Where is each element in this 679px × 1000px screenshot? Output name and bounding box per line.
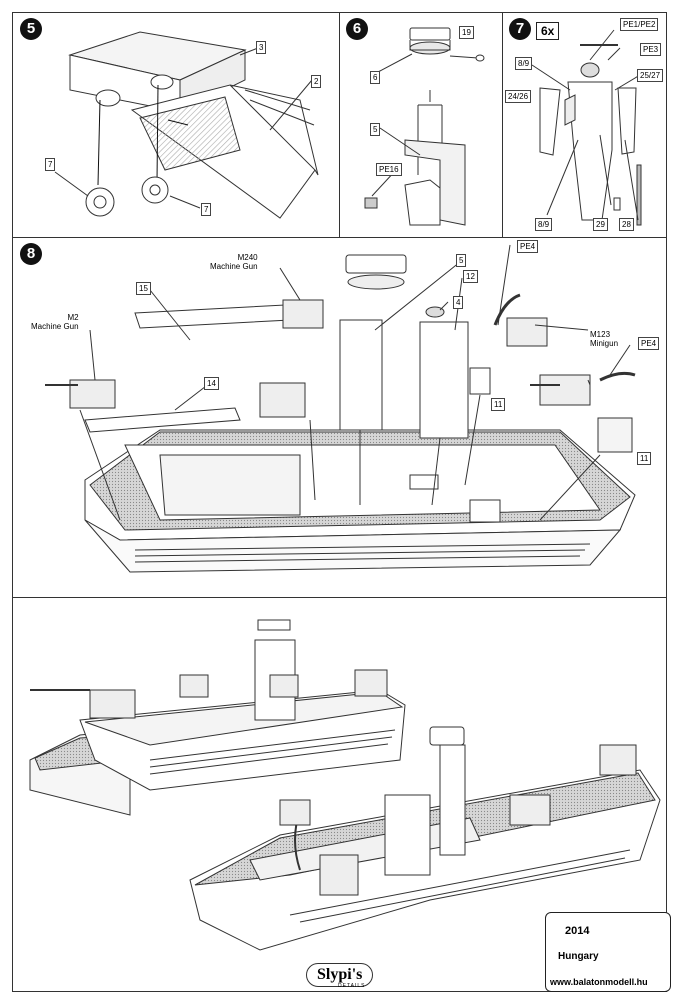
- part-label: 8/9: [535, 218, 553, 231]
- part-label: PE16: [376, 163, 402, 176]
- part-label: 4: [453, 296, 464, 309]
- part-label: PE4: [638, 337, 660, 350]
- part-label: 2: [311, 75, 322, 88]
- part-label: 11: [491, 398, 506, 411]
- part-label: 7: [45, 158, 56, 171]
- part-label: 3: [256, 41, 267, 54]
- quantity-label: 6x: [536, 22, 560, 40]
- m240-callout: M240 Machine Gun: [210, 253, 258, 271]
- maker-logo: Slypi's: [306, 963, 374, 987]
- step-5-drawing: [54, 31, 319, 219]
- step-6-badge: 6: [346, 18, 368, 40]
- step-7-badge: 7: [509, 18, 531, 40]
- step-6-drawing: [364, 27, 485, 226]
- part-label: PE1/PE2: [620, 18, 659, 31]
- step-8-drawing: [45, 244, 636, 573]
- step-5-badge: 5: [20, 18, 42, 40]
- part-label: 14: [204, 377, 219, 390]
- part-label: 19: [459, 26, 474, 39]
- part-label: 5: [456, 254, 467, 267]
- country-text: Hungary: [558, 951, 599, 962]
- part-label: 11: [637, 452, 652, 465]
- final-view-drawing: [29, 619, 661, 951]
- part-label: 15: [136, 282, 151, 295]
- part-label: 12: [463, 270, 478, 283]
- year-text: 2014: [565, 925, 590, 937]
- final-view-panel: [12, 597, 667, 992]
- part-label: 8/9: [515, 57, 533, 70]
- maker-subtitle: DETAILS: [338, 983, 366, 989]
- step-8-badge: 8: [20, 243, 42, 265]
- part-label: 29: [593, 218, 608, 231]
- m2-callout: M2 Machine Gun: [31, 313, 79, 331]
- part-label: 28: [619, 218, 634, 231]
- part-label: 7: [201, 203, 212, 216]
- part-label: 5: [370, 123, 381, 136]
- part-label: PE4: [517, 240, 539, 253]
- website-link[interactable]: www.balatonmodell.hu: [550, 977, 648, 987]
- part-label: 25/27: [637, 69, 664, 82]
- part-label: 24/26: [505, 90, 532, 103]
- step-7-drawing: [531, 29, 642, 226]
- part-label: PE3: [640, 43, 662, 56]
- m123-callout: M123 Minigun: [590, 330, 619, 348]
- brand-box: 2014 Hungary www.balatonmodell.hu: [545, 912, 671, 992]
- part-label: 6: [370, 71, 381, 84]
